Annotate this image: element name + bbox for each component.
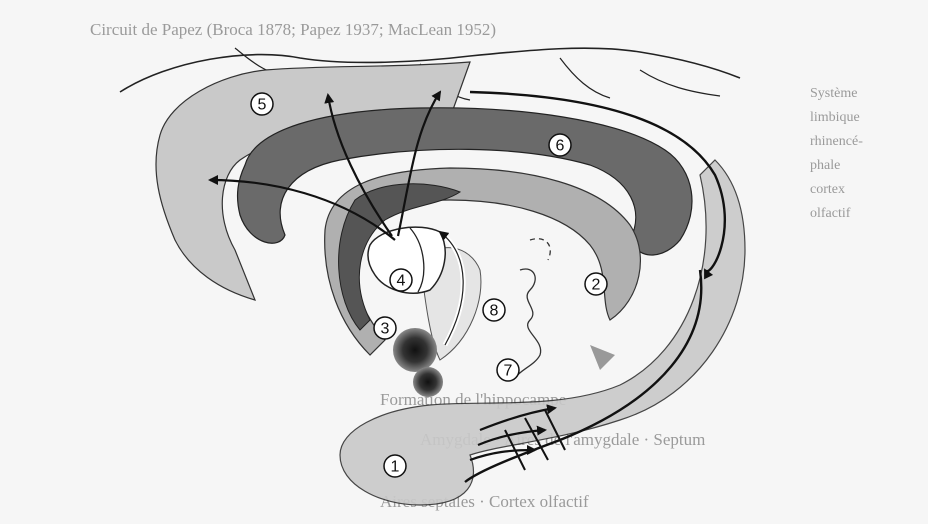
label-7: 7: [497, 359, 519, 381]
label-6-text: 6: [556, 138, 565, 155]
label-1: 1: [384, 455, 406, 477]
label-7-text: 7: [504, 363, 513, 380]
label-2: 2: [585, 273, 607, 295]
cortex-fold: [640, 70, 720, 96]
label-8-text: 8: [490, 303, 499, 320]
label-6: 6: [549, 134, 571, 156]
label-5: 5: [251, 93, 273, 115]
label-5-text: 5: [258, 97, 267, 114]
label-1-text: 1: [391, 459, 400, 476]
label-8: 8: [483, 299, 505, 321]
region-3-nucleus-large: [393, 328, 437, 372]
grey-wedge: [590, 345, 615, 370]
label-3-text: 3: [381, 321, 390, 338]
label-4-text: 4: [397, 273, 406, 290]
label-4: 4: [390, 269, 412, 291]
label-2-text: 2: [592, 277, 601, 294]
cortex-fold: [560, 58, 610, 98]
region-7-wavy-line: [515, 269, 541, 378]
region-3-nucleus-small: [413, 367, 443, 397]
region-7-dashed-line: [530, 239, 550, 260]
label-3: 3: [374, 317, 396, 339]
